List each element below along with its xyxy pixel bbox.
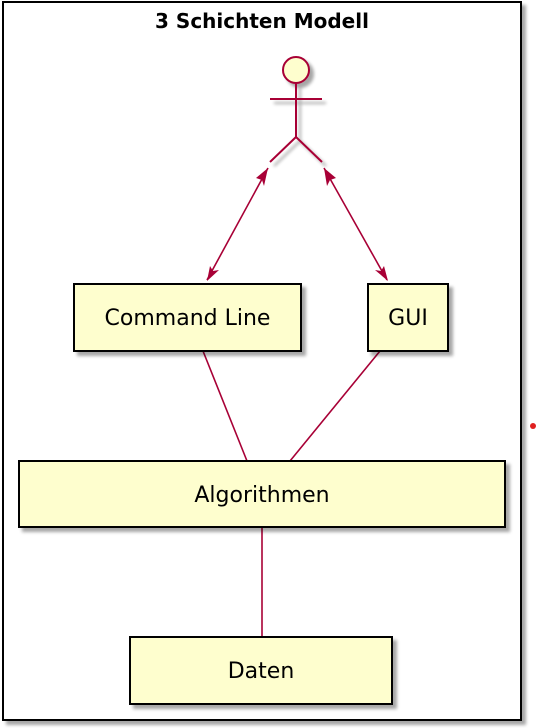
node-daten-label: Daten — [228, 659, 295, 684]
actor-user-icon — [269, 56, 323, 163]
node-gui-label: GUI — [388, 306, 428, 331]
node-gui: GUI — [367, 283, 449, 352]
edge-gui-algorithmen — [289, 350, 381, 462]
edge-command-line-algorithmen — [202, 350, 248, 462]
diagram-title: 3 Schichten Modell — [155, 9, 369, 33]
node-daten: Daten — [129, 636, 393, 705]
arrowhead-down-left — [207, 266, 219, 281]
node-command-line: Command Line — [73, 283, 302, 352]
edge-actor-gui — [323, 167, 388, 281]
node-algorithmen-label: Algorithmen — [194, 483, 329, 508]
arrowhead-up-left — [256, 168, 268, 186]
marker-dot — [530, 423, 536, 429]
node-algorithmen: Algorithmen — [18, 460, 506, 528]
actor-left-leg — [269, 136, 297, 163]
arrowhead-up-right — [324, 168, 336, 186]
actor-head — [282, 56, 310, 84]
arrowhead-down-right — [375, 266, 388, 281]
edge-actor-command-line — [206, 167, 269, 281]
node-command-line-label: Command Line — [105, 306, 271, 331]
actor-right-leg — [295, 136, 323, 163]
